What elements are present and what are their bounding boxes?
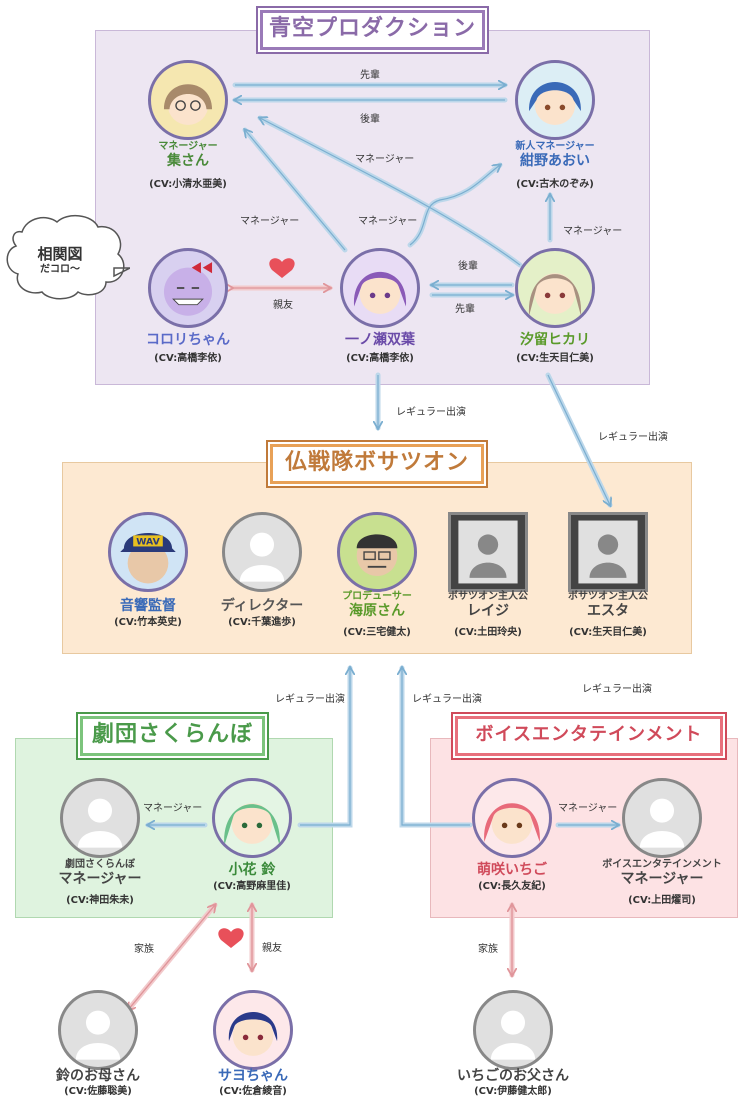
name-esuta: ボサツオン主人公エスタ xyxy=(568,591,648,619)
name-reiji: ボサツオン主人公レイジ xyxy=(448,591,528,619)
avatar-sayo xyxy=(213,990,293,1070)
label-shinyu: 親友 xyxy=(262,943,282,954)
name-voice-mgr: ボイスエンタテインメントマネージャー xyxy=(602,859,722,887)
cv-sayo: (CV:佐倉綾音) xyxy=(219,1086,287,1097)
name-futaba: 一ノ瀬双葉 xyxy=(345,332,415,348)
name-shu: マネージャー集さん xyxy=(158,141,218,169)
label-regular: レギュラー出演 xyxy=(396,407,466,418)
cv-director: (CV:千葉進歩) xyxy=(228,617,296,628)
cv-hikari: (CV:生天目仁美) xyxy=(516,353,594,364)
avatar-hikari xyxy=(515,248,595,328)
avatar-futaba xyxy=(340,248,420,328)
label-manager: マネージャー xyxy=(358,216,418,227)
cv-korori: (CV:高橋李依) xyxy=(154,353,222,364)
cv-onkyo: (CV:竹本英史) xyxy=(114,617,182,628)
cap-logo: WAV xyxy=(136,537,160,548)
avatar-onkyo: WAV xyxy=(108,512,188,592)
bubble-main: 相関図 xyxy=(37,245,83,263)
label-regular: レギュラー出演 xyxy=(582,684,652,695)
avatar-rin-mother xyxy=(58,990,138,1070)
title-sakuranbo: 劇団さくらんぼ xyxy=(78,714,267,758)
name-onkyo: 音響監督 xyxy=(120,598,176,614)
name-sakura-mgr: 劇団さくらんぼマネージャー xyxy=(58,859,142,887)
title-bosatsu: 仏戦隊ボサツオン xyxy=(268,442,486,486)
name-korori: コロリちゃん xyxy=(146,332,230,348)
label-kohai: 後輩 xyxy=(458,261,478,272)
avatar-kaibara xyxy=(337,512,417,592)
label-shinyu: 親友 xyxy=(273,300,293,311)
name-ichigo-father: いちごのお父さん xyxy=(457,1068,569,1084)
label-regular: レギュラー出演 xyxy=(598,432,668,443)
avatar-esuta xyxy=(568,512,648,592)
name-aoi: 新人マネージャー紺野あおい xyxy=(515,141,595,169)
label-kazoku: 家族 xyxy=(478,944,498,955)
label-manager: マネージャー xyxy=(558,803,618,814)
avatar-sakura-mgr xyxy=(60,778,140,858)
cv-kaibara: (CV:三宅健太) xyxy=(343,627,411,638)
name-hikari: 汐留ヒカリ xyxy=(520,332,590,348)
name-ichigo: 萌咲いちご xyxy=(477,862,547,878)
avatar-shu xyxy=(148,60,228,140)
speech-bubble xyxy=(6,215,130,300)
cv-rin-mother: (CV:佐藤聡美) xyxy=(64,1086,132,1097)
label-manager: マネージャー xyxy=(240,216,300,227)
label-manager: マネージャー xyxy=(563,226,623,237)
bubble-sub: だコロ〜 xyxy=(40,264,80,275)
avatar-aoi xyxy=(515,60,595,140)
avatar-reiji xyxy=(448,512,528,592)
name-kaibara: プロデューサー海原さん xyxy=(342,591,412,619)
avatar-ichigo xyxy=(472,778,552,858)
avatar-korori xyxy=(148,248,228,328)
cv-esuta: (CV:生天目仁美) xyxy=(569,627,647,638)
cv-shu: (CV:小清水亜美) xyxy=(149,179,227,190)
cv-ichigo-father: (CV:伊藤健太郎) xyxy=(474,1086,552,1097)
cv-rin: (CV:高野麻里佳) xyxy=(213,881,291,892)
label-manager: マネージャー xyxy=(355,154,415,165)
label-senpai: 先輩 xyxy=(360,70,380,81)
heart-icon xyxy=(218,928,244,948)
cv-sakura-mgr: (CV:神田朱未) xyxy=(66,895,134,906)
name-director: ディレクター xyxy=(220,598,304,614)
cv-reiji: (CV:土田玲央) xyxy=(454,627,522,638)
cv-futaba: (CV:高橋李依) xyxy=(346,353,414,364)
cv-aoi: (CV:古木のぞみ) xyxy=(516,179,594,190)
name-rin: 小花 鈴 xyxy=(228,862,276,878)
avatar-ichigo-father xyxy=(473,990,553,1070)
label-regular: レギュラー出演 xyxy=(412,694,482,705)
label-regular: レギュラー出演 xyxy=(275,694,345,705)
avatar-voice-mgr xyxy=(622,778,702,858)
label-kazoku: 家族 xyxy=(134,944,154,955)
title-voice: ボイスエンタテインメント xyxy=(453,714,725,758)
avatar-director xyxy=(222,512,302,592)
name-sayo: サヨちゃん xyxy=(218,1068,288,1084)
label-senpai: 先輩 xyxy=(455,304,475,315)
cv-voice-mgr: (CV:上田燿司) xyxy=(628,895,696,906)
bubble-text: 相関図 だコロ〜 xyxy=(20,246,100,278)
title-aozora: 青空プロダクション xyxy=(258,8,487,52)
avatar-rin xyxy=(212,778,292,858)
name-rin-mother: 鈴のお母さん xyxy=(56,1068,140,1084)
label-manager: マネージャー xyxy=(143,803,203,814)
cv-ichigo: (CV:長久友紀) xyxy=(478,881,546,892)
label-kohai: 後輩 xyxy=(360,114,380,125)
heart-icon xyxy=(269,258,295,278)
